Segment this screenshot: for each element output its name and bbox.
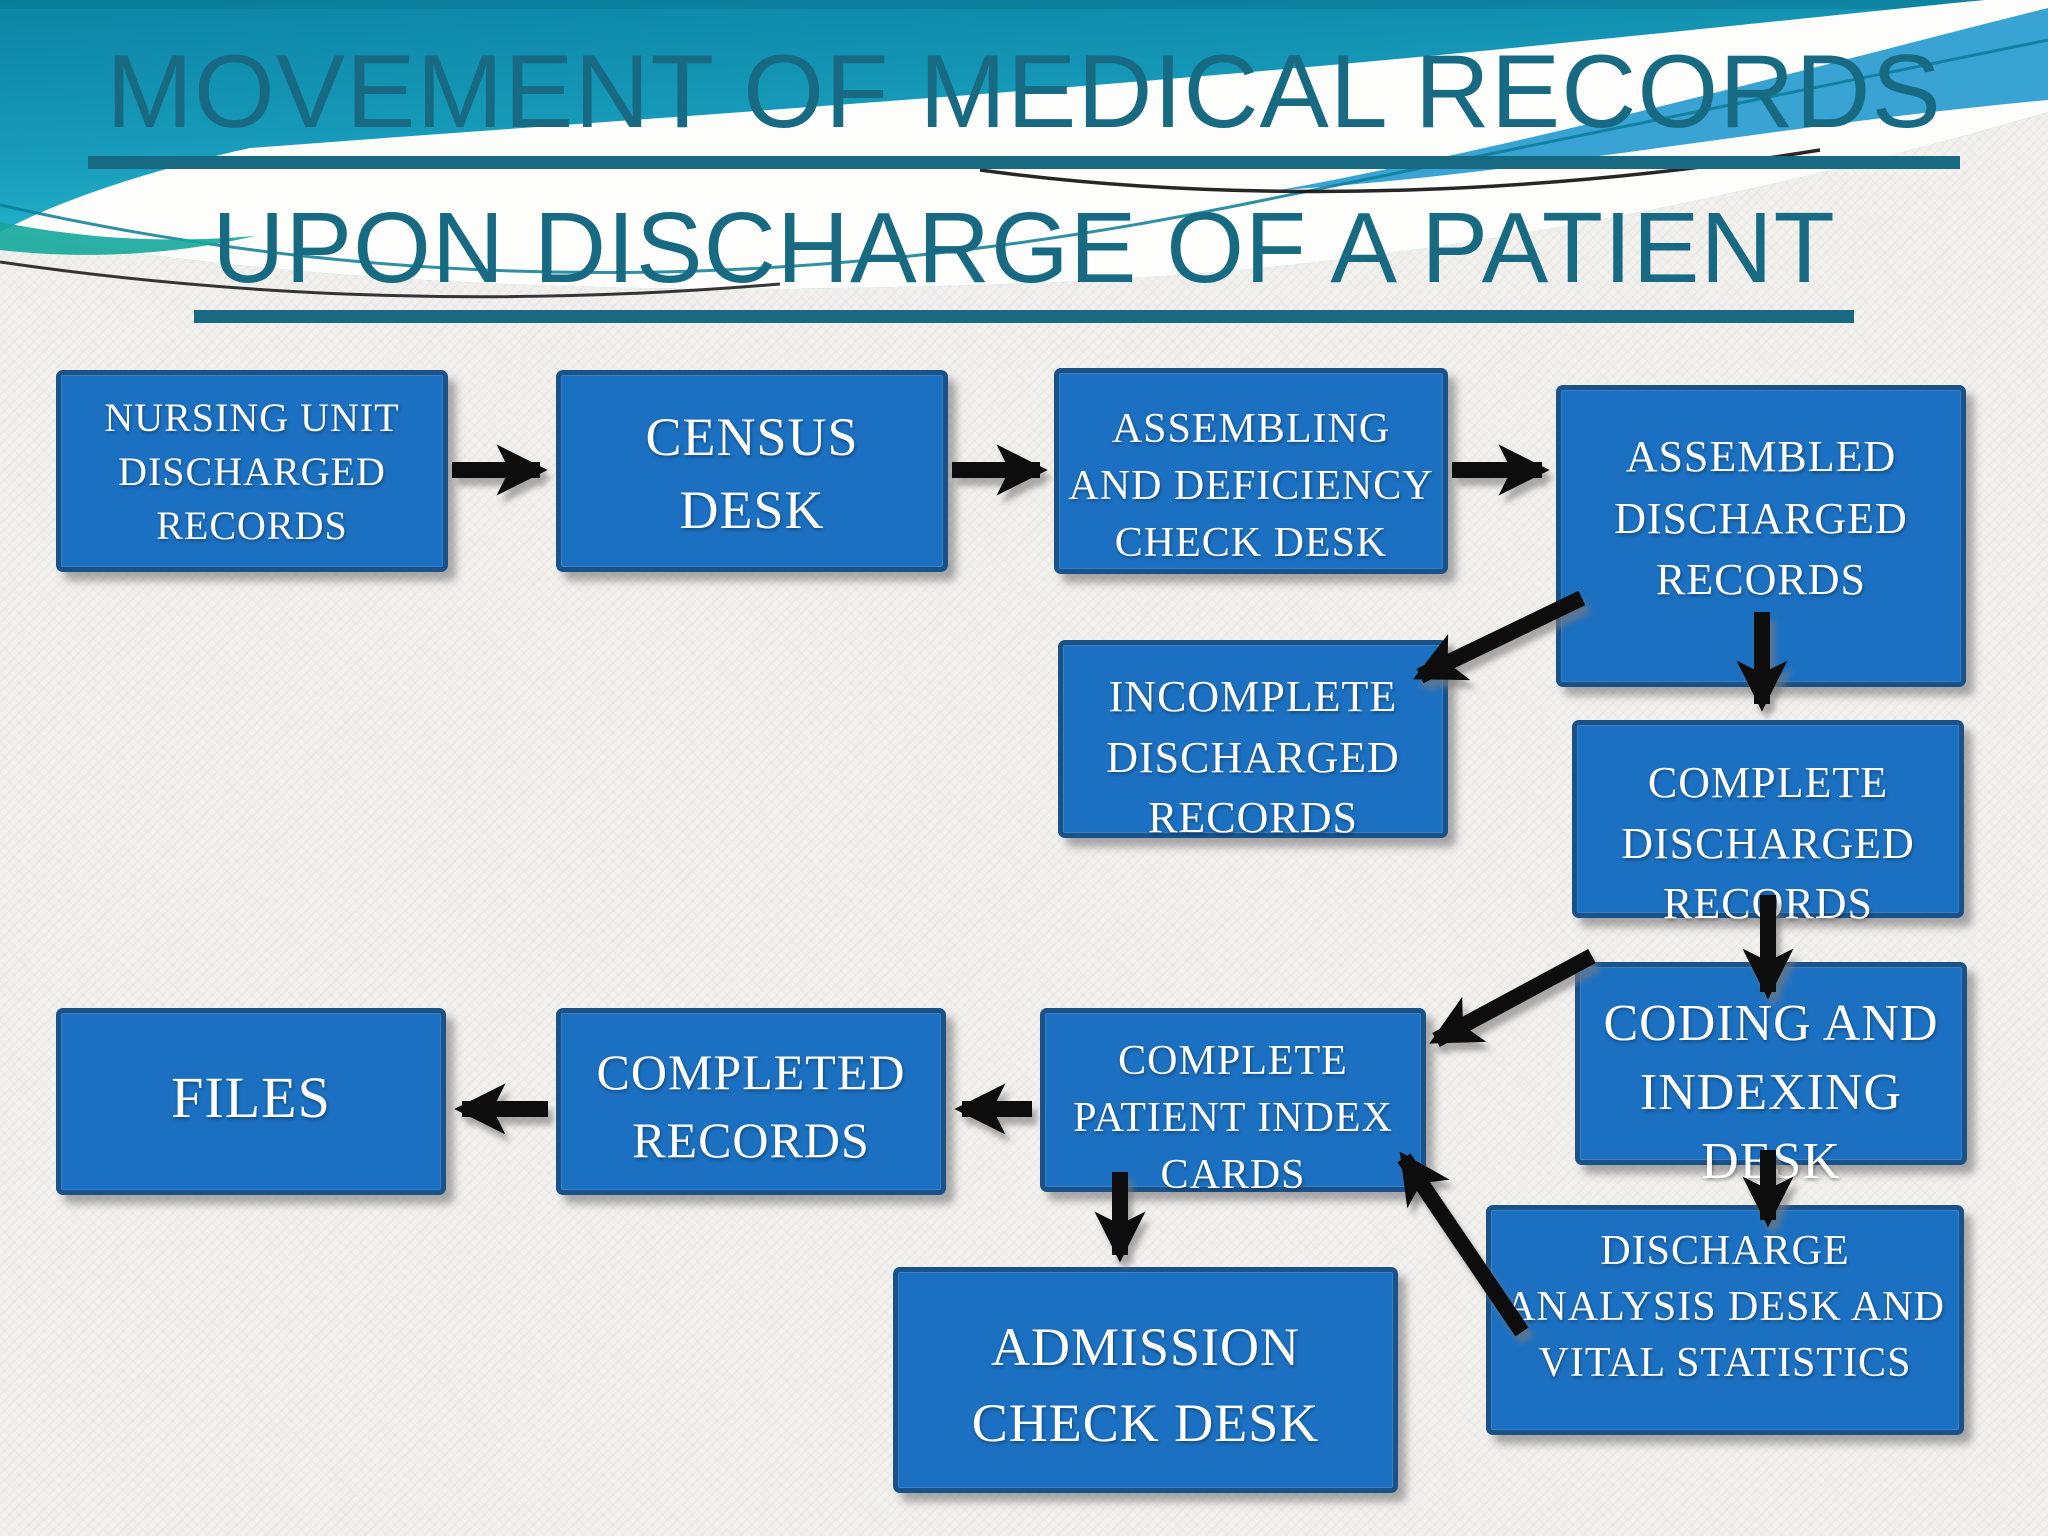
flow-node-label: ASSEMBLED DISCHARGED RECORDS xyxy=(1614,432,1908,605)
banner-green-wedge xyxy=(0,222,255,255)
slide-title-line1-text: MOVEMENT OF MEDICAL RECORDS xyxy=(88,40,1960,169)
banner-black-hairline-left xyxy=(0,260,781,299)
flow-node-complete-patient-index-cards: COMPLETE PATIENT INDEX CARDS xyxy=(1040,1008,1426,1199)
flow-node-census-desk: CENSUS DESK xyxy=(556,370,948,572)
flow-node-label: ADMISSION CHECK DESK xyxy=(971,1317,1320,1453)
flow-node-label: FILES xyxy=(171,1065,331,1130)
banner-blue-band xyxy=(1280,8,2048,190)
slide-title-line2: UPON DISCHARGE OF A PATIENT xyxy=(0,198,2048,323)
flow-node-label: DISCHARGE ANALYSIS DESK AND VITAL STATIS… xyxy=(1505,1228,1945,1386)
flow-node-completed-records: COMPLETED RECORDS xyxy=(556,1008,946,1195)
flow-node-label: NURSING UNIT DISCHARGED RECORDS xyxy=(104,395,400,548)
slide-title-line2-text: UPON DISCHARGE OF A PATIENT xyxy=(194,198,1854,323)
flow-node-files: FILES xyxy=(56,1008,446,1195)
banner-white-ribbon xyxy=(0,0,2048,289)
arrow-coding-to-index-cards xyxy=(1429,948,1596,1048)
flow-node-coding-and-indexing-desk: CODING AND INDEXING DESK xyxy=(1575,962,1967,1191)
banner-teal-hairline xyxy=(0,38,2048,274)
flow-node-assembling-and-deficiency-check-desk: ASSEMBLING AND DEFICIENCY CHECK DESK xyxy=(1054,368,1448,574)
flow-node-label: CODING AND INDEXING DESK xyxy=(1603,995,1939,1191)
slide-title-line1: MOVEMENT OF MEDICAL RECORDS xyxy=(0,40,2048,169)
flow-node-incomplete-discharged-records: INCOMPLETE DISCHARGED RECORDS xyxy=(1058,640,1448,843)
flow-node-discharge-analysis-desk-and-vital-statistics: DISCHARGE ANALYSIS DESK AND VITAL STATIS… xyxy=(1486,1205,1964,1435)
flow-node-assembled-discharged-records: ASSEMBLED DISCHARGED RECORDS xyxy=(1556,385,1966,687)
flow-node-label: COMPLETE DISCHARGED RECORDS xyxy=(1621,758,1915,929)
flow-node-complete-discharged-records: COMPLETE DISCHARGED RECORDS xyxy=(1572,720,1964,929)
flow-node-label: COMPLETED RECORDS xyxy=(596,1044,906,1168)
flow-node-label: INCOMPLETE DISCHARGED RECORDS xyxy=(1106,672,1400,843)
header-wave-banner xyxy=(0,0,2048,299)
banner-top-strip xyxy=(0,0,2048,9)
flow-node-label: CENSUS DESK xyxy=(645,407,859,540)
flow-node-admission-check-desk: ADMISSION CHECK DESK xyxy=(893,1267,1398,1493)
flow-node-label: COMPLETE PATIENT INDEX CARDS xyxy=(1073,1038,1393,1199)
flow-node-label: ASSEMBLING AND DEFICIENCY CHECK DESK xyxy=(1068,406,1434,567)
flow-node-nursing-unit-discharged-records: NURSING UNIT DISCHARGED RECORDS xyxy=(56,370,448,572)
